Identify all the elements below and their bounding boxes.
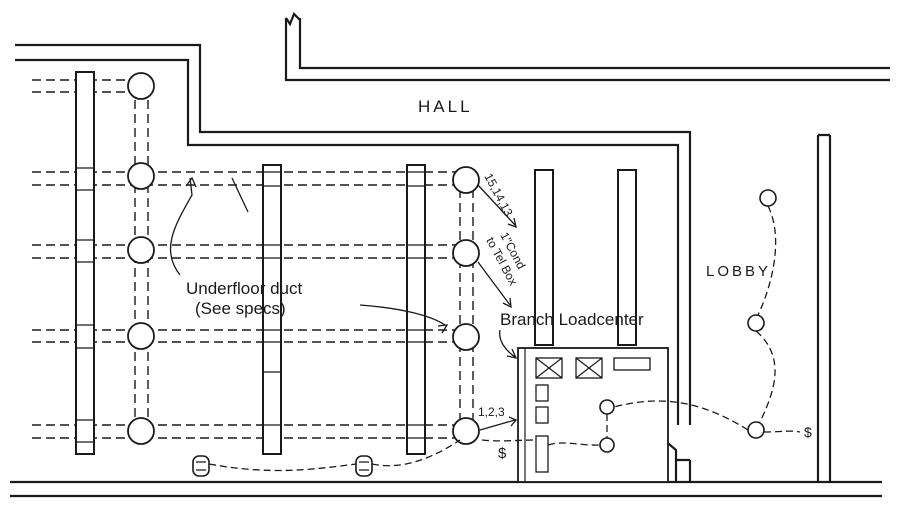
- duct-row-4: [32, 329, 480, 343]
- column-3-joints: [407, 171, 425, 439]
- room-label-lobby: LOBBY: [706, 263, 771, 280]
- home-run-bottom: [479, 416, 518, 431]
- breaker-box: [535, 384, 549, 402]
- junction-box: [127, 162, 155, 190]
- light-fixture: [599, 437, 615, 453]
- column-1-joints: [76, 167, 94, 443]
- junction-boxes: [127, 72, 480, 445]
- junction-box: [452, 166, 480, 194]
- light-fixture: [747, 314, 765, 332]
- floor-outlet-2: [355, 455, 373, 477]
- breaker-box: [535, 406, 549, 424]
- branch-loadcenter-label: Branch Loadcenter: [500, 310, 644, 329]
- duct-label: Underfloor duct: [186, 279, 303, 298]
- floor-outlet-1: [192, 455, 210, 477]
- walls: [10, 12, 890, 498]
- light-fixture: [747, 421, 765, 439]
- leader-to-duct-lower: [359, 304, 449, 334]
- junction-box: [127, 236, 155, 264]
- junction-box: [127, 417, 155, 445]
- column-2-joints: [263, 171, 281, 426]
- column-3: [406, 164, 426, 455]
- home-run-conduit: [477, 261, 512, 309]
- wall-hall-top: [284, 18, 890, 82]
- loadcenter-room: [517, 347, 669, 483]
- junction-box: [452, 239, 480, 267]
- panel-circuit: [481, 439, 601, 446]
- duct-row-5: [32, 424, 480, 439]
- floor-outlets: [192, 439, 461, 477]
- leaders: [169, 176, 518, 431]
- home-run-top: [477, 184, 517, 229]
- duct-col-right: [459, 175, 474, 435]
- columns: [75, 71, 637, 455]
- wall-bottom: [10, 480, 882, 498]
- column-5: [617, 169, 637, 346]
- column-2: [262, 164, 282, 455]
- panel-x-box-2: [575, 357, 603, 379]
- duct-row-2: [32, 171, 480, 186]
- junction-box: [452, 323, 480, 351]
- light-fixture: [599, 399, 615, 415]
- lobby-fixtures: [481, 189, 801, 446]
- room-label-hall: HALL: [418, 97, 473, 116]
- wall-lobby-east: [816, 133, 832, 482]
- circuit-numbers-bottom: 1,2,3: [478, 405, 505, 419]
- wall-break-mark: [285, 12, 301, 27]
- duct-specs-note: (See specs): [195, 299, 286, 318]
- leader-slash: [231, 177, 249, 213]
- breaker-box: [535, 435, 549, 473]
- column-1: [75, 71, 95, 455]
- junction-box: [452, 417, 480, 445]
- outlet-circuit: [208, 439, 461, 472]
- light-fixture: [759, 189, 777, 207]
- panel-nameplate: [613, 357, 651, 371]
- junction-box: [127, 322, 155, 350]
- switch-symbol-left: $: [498, 445, 507, 462]
- panel-x-box-1: [535, 357, 563, 379]
- wall-upper-left: [15, 43, 692, 345]
- partition-right: [676, 345, 692, 425]
- leader-loadcenter: [499, 329, 518, 359]
- duct-row-1: [32, 79, 140, 93]
- duct-row-3: [32, 244, 480, 259]
- switch-symbol-right: $: [804, 424, 812, 440]
- leader-to-duct-upper: [169, 176, 197, 276]
- junction-box: [127, 72, 155, 100]
- column-4: [534, 169, 554, 346]
- lobby-circuit: [606, 205, 801, 438]
